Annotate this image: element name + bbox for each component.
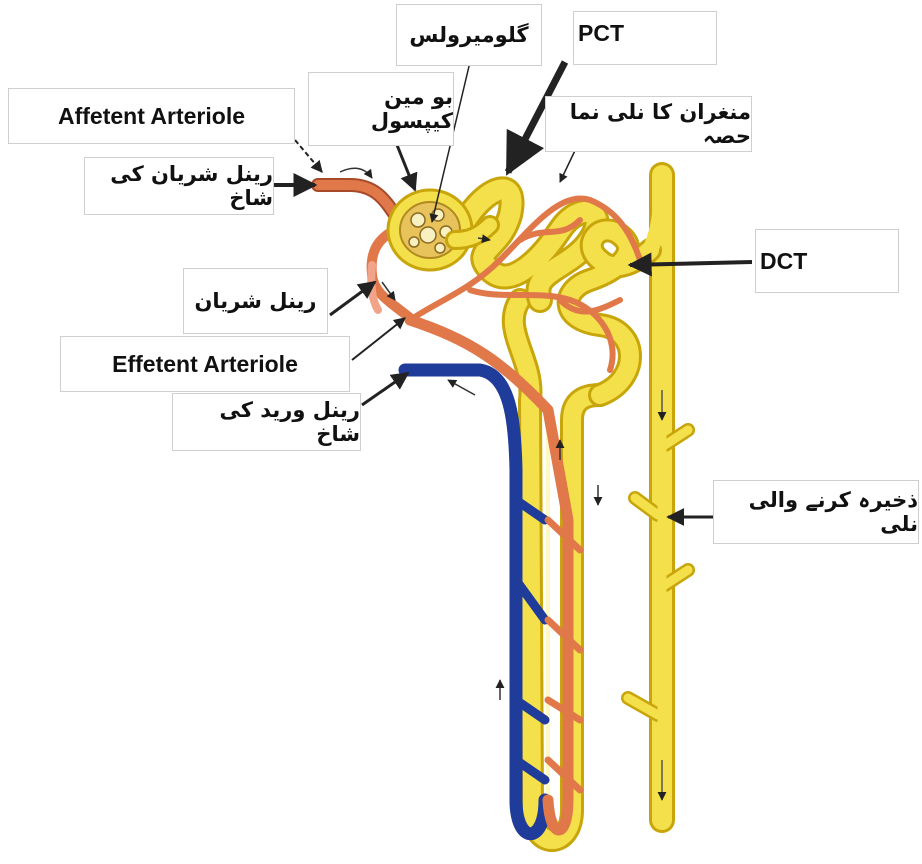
label-bowman-capsule: بو مین کیپسول bbox=[308, 72, 454, 146]
vasa-recta-artery bbox=[410, 320, 580, 830]
label-renal-artery-branch: رینل شریان کی شاخ bbox=[84, 157, 274, 215]
loop-of-henle bbox=[514, 300, 600, 840]
label-dct: DCT bbox=[755, 229, 899, 293]
label-collecting-duct: ذخیرہ کرنے والی نلی bbox=[713, 480, 919, 544]
label-renal-artery: رینل شریان bbox=[183, 268, 328, 334]
label-neck-region: منغران کا نلی نما حصہ bbox=[545, 96, 752, 152]
label-pct: PCT bbox=[573, 11, 717, 65]
label-efferent-arteriole: Effetent Arteriole bbox=[60, 336, 350, 392]
label-glomerulus: گلومیرولس bbox=[396, 4, 542, 66]
label-afferent-arteriole: Affetent Arteriole bbox=[8, 88, 295, 144]
label-renal-vein-branch: رینل ورید کی شاخ bbox=[172, 393, 361, 451]
